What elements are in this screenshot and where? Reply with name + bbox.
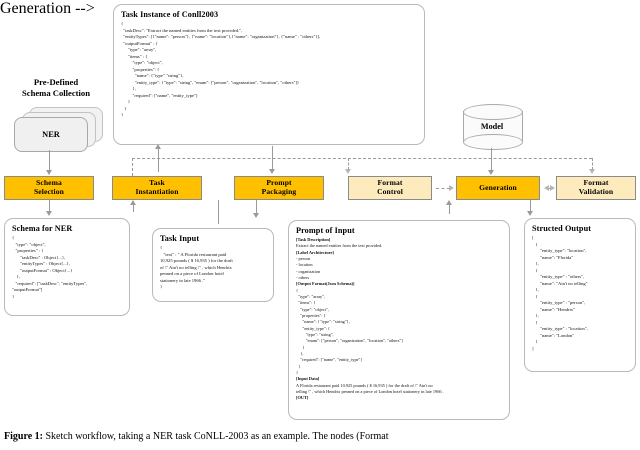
prompt-section-input-data: [Input Data] bbox=[296, 376, 320, 382]
arrow-task-instantiation-to-instance bbox=[154, 144, 161, 149]
prompt-section-out: [OUT] bbox=[296, 395, 309, 401]
stage-format-validation[interactable]: Format Validation bbox=[556, 176, 636, 200]
arrow-prompt-packaging-to-prompt-card bbox=[252, 213, 259, 218]
stage-generation-label: Generation bbox=[479, 182, 517, 192]
prompt-section-output-format: [Output Format(Json Schema)] bbox=[296, 281, 355, 287]
prompt-label-person: - person bbox=[296, 256, 311, 261]
stage-format-control-line1: Format bbox=[377, 178, 403, 188]
connector-schema-selection-to-schema-card bbox=[49, 200, 51, 212]
model-cylinder: Model bbox=[463, 104, 523, 150]
schema-for-ner-card: Schema for NER { "type": "object", "prop… bbox=[4, 218, 130, 316]
stage-format-validation-line2: Validation bbox=[578, 187, 614, 196]
arrow-instance-to-prompt-packaging bbox=[268, 169, 275, 174]
task-instance-body: { "taskDesc": "Extract the named entitie… bbox=[121, 21, 321, 118]
schema-for-ner-title: Schema for NER bbox=[12, 224, 73, 233]
connector-instance-to-prompt-packaging bbox=[272, 146, 274, 170]
stage-task-instantiation-line1: Task bbox=[149, 178, 165, 188]
connector-prompt-card-to-generation bbox=[449, 204, 451, 214]
model-label: Model bbox=[480, 121, 504, 131]
prompt-input-data-text: A Florida restaurant paid 10,925 pounds … bbox=[296, 382, 444, 394]
figure-caption-text: Sketch workflow, taking a NER task CoNLL… bbox=[45, 431, 389, 442]
prompt-task-description-text: Extract the named entities from the text… bbox=[296, 243, 383, 249]
arrow-model-to-generation bbox=[487, 170, 494, 175]
stage-generation[interactable]: Generation bbox=[456, 176, 540, 200]
structured-output-title: Structed Output bbox=[532, 224, 592, 233]
schema-collection-heading-line2: Schema Collection bbox=[21, 87, 91, 98]
prompt-section-task-description: [Task Description] bbox=[296, 237, 331, 243]
stage-format-validation-line1: Format bbox=[583, 178, 609, 188]
model-cylinder-top bbox=[463, 104, 523, 120]
stage-schema-selection[interactable]: Schema Selection bbox=[4, 176, 94, 200]
stage-task-instantiation-line2: Instantiation bbox=[135, 187, 179, 196]
connector-generation-to-structured-output bbox=[530, 200, 532, 212]
dashed-drop-format-control bbox=[348, 158, 349, 170]
figure-caption-label: Figure 1: bbox=[4, 431, 43, 442]
connector-prompt-packaging-to-prompt-card bbox=[256, 200, 258, 214]
stage-prompt-packaging[interactable]: Prompt Packaging bbox=[234, 176, 324, 200]
arrow-format-control-to-generation bbox=[449, 184, 454, 191]
dashed-bus-line bbox=[132, 158, 592, 159]
structured-output-body: [ { "entity_type": "location", "name": "… bbox=[532, 235, 588, 351]
structured-output-card: Structed Output [ { "entity_type": "loca… bbox=[524, 218, 636, 372]
task-instance-title: Task Instance of Conll2003 bbox=[121, 10, 219, 19]
schema-item-ner[interactable]: NER bbox=[14, 117, 88, 152]
arrow-generation-to-format-validation bbox=[550, 184, 555, 191]
arrow-dashed-to-format-control bbox=[344, 169, 351, 174]
stage-schema-selection-line2: Selection bbox=[33, 187, 64, 196]
task-input-body: { "text" : " A Florida restaurant paid 1… bbox=[160, 245, 233, 290]
connector-task-input-to-task-instantiation bbox=[218, 200, 220, 224]
arrow-ner-to-schema-selection bbox=[45, 170, 52, 175]
arrow-generation-to-structured-output bbox=[526, 211, 533, 216]
prompt-label-location: - location bbox=[296, 262, 313, 268]
schema-item-ner-label: NER bbox=[42, 130, 60, 139]
prompt-section-label-architecture: [Label Architecture] bbox=[296, 249, 334, 255]
stage-task-instantiation[interactable]: Task Instantiation bbox=[112, 176, 202, 200]
dashed-drop-format-validation bbox=[592, 158, 593, 170]
prompt-label-others: - others bbox=[296, 274, 310, 280]
task-input-title: Task Input bbox=[160, 234, 200, 243]
connector-format-control-to-generation bbox=[436, 188, 450, 189]
connector-schema-card-to-task-instantiation bbox=[133, 204, 135, 212]
arrow-prompt-card-to-generation bbox=[445, 200, 452, 205]
stage-prompt-packaging-line1: Prompt bbox=[266, 178, 292, 188]
stage-schema-selection-line1: Schema bbox=[36, 178, 62, 188]
schema-collection-heading: Pre-Defined Schema Collection bbox=[2, 77, 110, 98]
arrow-format-validation-to-generation bbox=[544, 184, 549, 191]
arrow-schema-card-to-task-instantiation bbox=[129, 200, 136, 205]
schema-collection-heading-line1: Pre-Defined bbox=[33, 77, 79, 87]
prompt-output-format-body: { "type": "array", "items": { "type": "o… bbox=[296, 287, 403, 375]
prompt-of-input-card: Prompt of Input [Task Description] Extra… bbox=[288, 220, 510, 420]
task-instance-card: Task Instance of Conll2003 { "taskDesc":… bbox=[113, 4, 425, 145]
model-cylinder-bottom bbox=[463, 134, 523, 150]
stage-format-control-line2: Control bbox=[377, 187, 403, 196]
schema-collection-stack[interactable]: NER bbox=[14, 107, 106, 152]
connector-task-instantiation-to-instance bbox=[158, 146, 160, 172]
arrow-dashed-to-format-validation bbox=[588, 169, 595, 174]
prompt-of-input-title: Prompt of Input bbox=[296, 226, 355, 235]
connector-model-to-generation bbox=[491, 148, 493, 171]
stage-format-control[interactable]: Format Control bbox=[348, 176, 432, 200]
stage-prompt-packaging-line2: Packaging bbox=[261, 187, 297, 196]
arrow-schema-selection-to-schema-card bbox=[45, 211, 52, 216]
schema-for-ner-body: { "type": "object", "properties" : { "ta… bbox=[12, 235, 88, 299]
figure-caption: Figure 1: Sketch workflow, taking a NER … bbox=[4, 431, 638, 444]
prompt-label-organization: - organization bbox=[296, 268, 321, 274]
connector-ner-to-schema-selection bbox=[49, 150, 51, 171]
dashed-drop-task-instantiation bbox=[132, 158, 133, 191]
task-input-card: Task Input { "text" : " A Florida restau… bbox=[152, 228, 274, 302]
